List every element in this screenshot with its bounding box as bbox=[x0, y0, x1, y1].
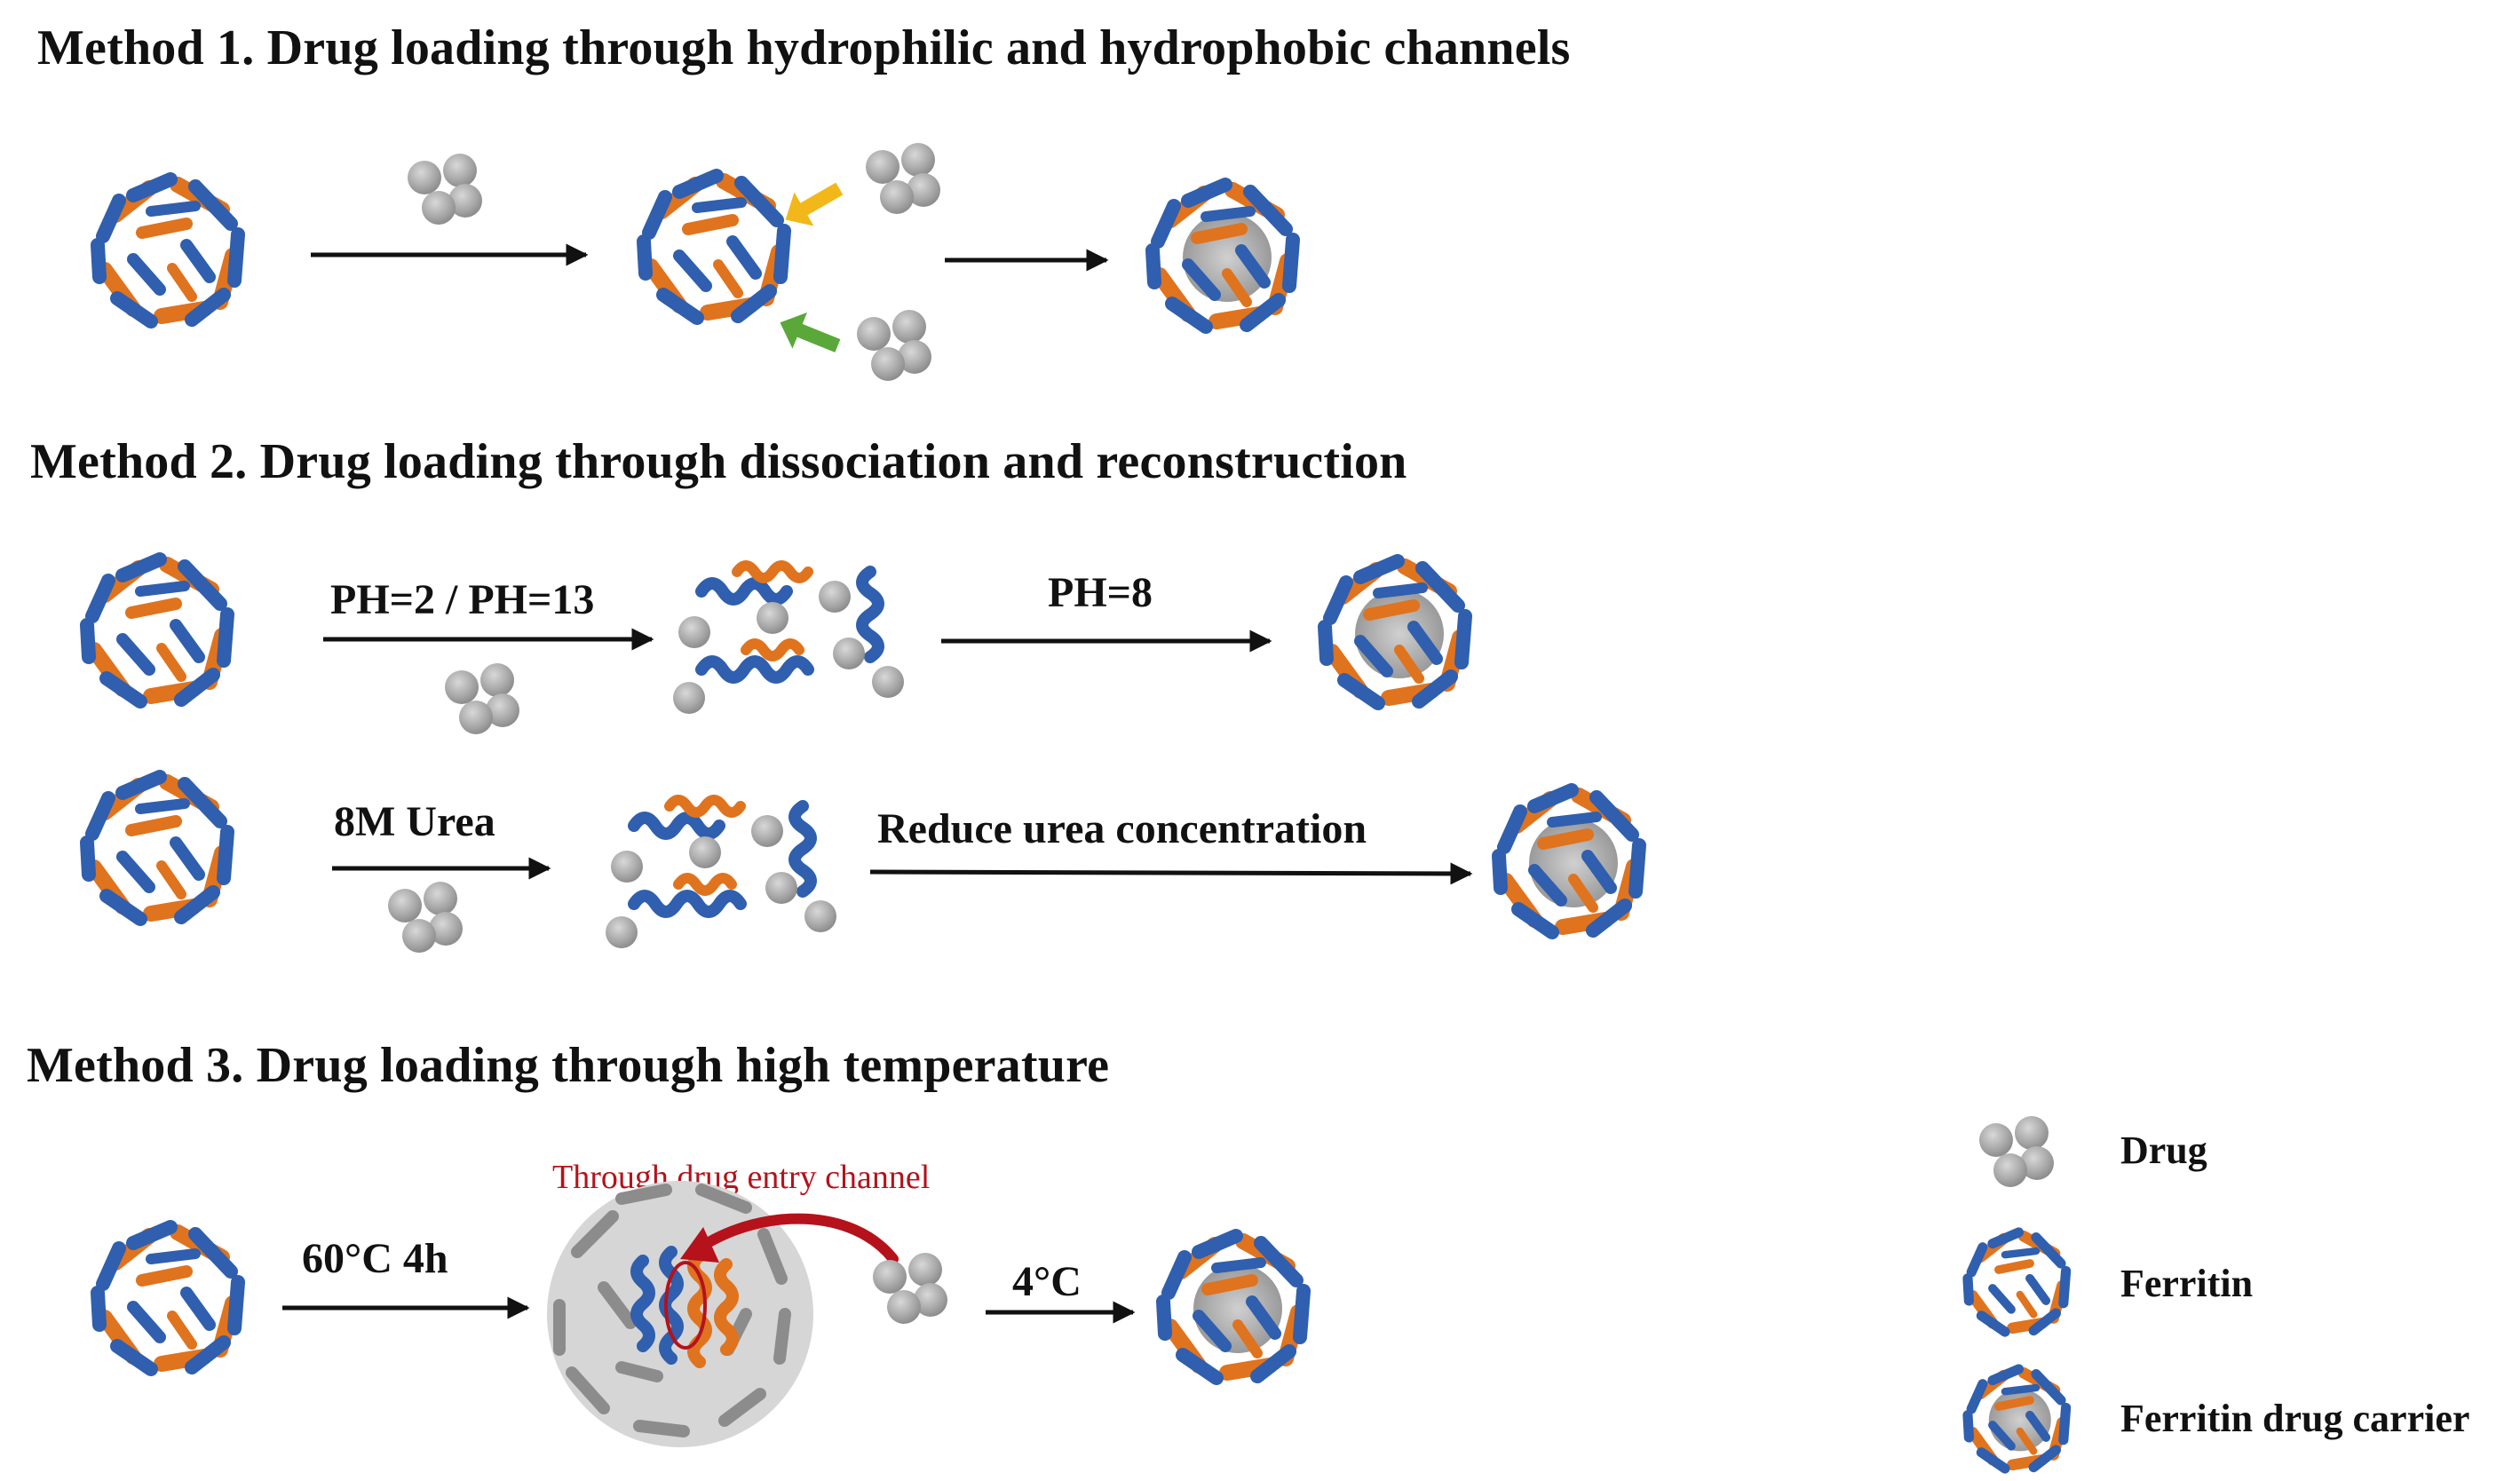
cool-label: 4°C bbox=[1012, 1258, 1082, 1305]
entry-channel-arrowhead bbox=[680, 1227, 719, 1263]
m2b-subunits bbox=[606, 800, 836, 948]
m3-carrier bbox=[1163, 1236, 1304, 1378]
heat-label: 60°C 4h bbox=[302, 1235, 448, 1282]
m2a-carrier bbox=[1325, 561, 1465, 703]
entry-channel-note: Through drug entry channel bbox=[552, 1159, 931, 1196]
m3-ferritin bbox=[98, 1227, 238, 1369]
m1-drug bbox=[408, 154, 482, 225]
method2-heading: Method 2. Drug loading through dissociat… bbox=[30, 434, 1407, 489]
m2a-subunits bbox=[673, 566, 904, 714]
green-arrow-icon bbox=[780, 312, 841, 352]
legend-ferritin-label: Ferritin bbox=[2120, 1262, 2254, 1305]
legend-drug-icon bbox=[1979, 1116, 2054, 1187]
m2a-ferritin bbox=[87, 559, 227, 701]
m2b-arrow-2 bbox=[869, 862, 1473, 885]
m2b-drug bbox=[388, 882, 463, 953]
m1-carrier bbox=[1153, 185, 1293, 327]
legend-carrier-label: Ferritin drug carrier bbox=[2120, 1397, 2470, 1440]
method3-heading: Method 3. Drug loading through high temp… bbox=[27, 1038, 1110, 1093]
legend-carrier-icon bbox=[1968, 1369, 2066, 1469]
legend-ferritin-icon bbox=[1968, 1232, 2066, 1332]
m2a-drug bbox=[445, 663, 519, 734]
m2b-carrier bbox=[1499, 790, 1639, 932]
yellow-arrow-icon bbox=[785, 182, 844, 226]
urea-label: 8M Urea bbox=[334, 798, 495, 845]
ph8-label: PH=8 bbox=[1048, 569, 1153, 616]
m1-ferritin bbox=[98, 179, 238, 321]
m3-drug bbox=[873, 1253, 947, 1324]
ph-low-high-label: PH=2 / PH=13 bbox=[330, 576, 595, 623]
m1-ferritin-open bbox=[644, 176, 784, 318]
entry-channel-arrow bbox=[696, 1213, 899, 1264]
method1-heading: Method 1. Drug loading through hydrophil… bbox=[37, 20, 1571, 75]
m2b-ferritin bbox=[87, 777, 227, 919]
m1-drug-bottom bbox=[857, 310, 931, 381]
m3-heated-ferritin bbox=[547, 1181, 813, 1447]
m1-drug-top bbox=[866, 143, 940, 214]
reduce-urea-label: Reduce urea concentration bbox=[877, 805, 1367, 852]
legend-drug-label: Drug bbox=[2120, 1129, 2207, 1172]
